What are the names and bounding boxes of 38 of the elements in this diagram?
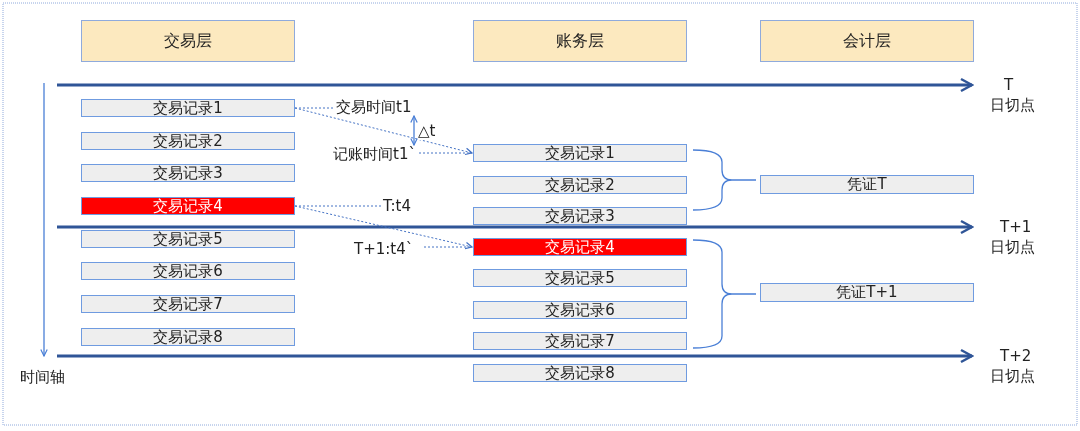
time-label: 记账时间t1` <box>333 145 419 163</box>
time-label: T:t4 <box>383 197 423 215</box>
layer-header-box: 账务层 <box>473 20 687 62</box>
record-box: 交易记录5 <box>473 269 687 287</box>
record-box: 交易记录8 <box>473 364 687 382</box>
highlighted-record-box: 交易记录4 <box>81 197 295 215</box>
record-box: 交易记录6 <box>473 301 687 319</box>
axis-label: 时间轴 <box>20 368 65 386</box>
record-box: 交易记录8 <box>81 328 295 346</box>
record-box: 交易记录2 <box>473 176 687 194</box>
record-box: 交易记录2 <box>81 132 295 150</box>
double-arrow <box>410 115 418 146</box>
record-box: 交易记录1 <box>473 144 687 162</box>
record-box: 交易记录6 <box>81 262 295 280</box>
dotted-line <box>418 152 473 154</box>
dotted-line <box>294 107 336 109</box>
record-box: 交易记录7 <box>473 332 687 350</box>
record-box: 交易记录3 <box>473 207 687 225</box>
timeline-label: 日切点 <box>990 238 1035 256</box>
record-box: 交易记录1 <box>81 99 295 117</box>
record-box: 交易记录7 <box>81 295 295 313</box>
timeline-label: T+2 <box>1000 347 1032 365</box>
layer-header-box: 会计层 <box>760 20 974 62</box>
timeline-label: 日切点 <box>990 367 1035 385</box>
record-box: 交易记录5 <box>81 230 295 248</box>
voucher-box: 凭证T <box>760 175 974 194</box>
time-label: T+1:t4` <box>354 240 424 258</box>
edge-label: △t <box>418 121 436 140</box>
layer-header-box: 交易层 <box>81 20 295 62</box>
dotted-line <box>294 205 383 207</box>
timeline-label: T+1 <box>1000 218 1032 236</box>
voucher-box: 凭证T+1 <box>760 283 974 302</box>
time-label: 交易时间t1 <box>336 98 418 116</box>
dotted-line <box>423 246 473 248</box>
highlighted-record-box: 交易记录4 <box>473 238 687 256</box>
timeline-label: T <box>1004 76 1014 94</box>
timeline-label: 日切点 <box>990 96 1035 114</box>
record-box: 交易记录3 <box>81 164 295 182</box>
